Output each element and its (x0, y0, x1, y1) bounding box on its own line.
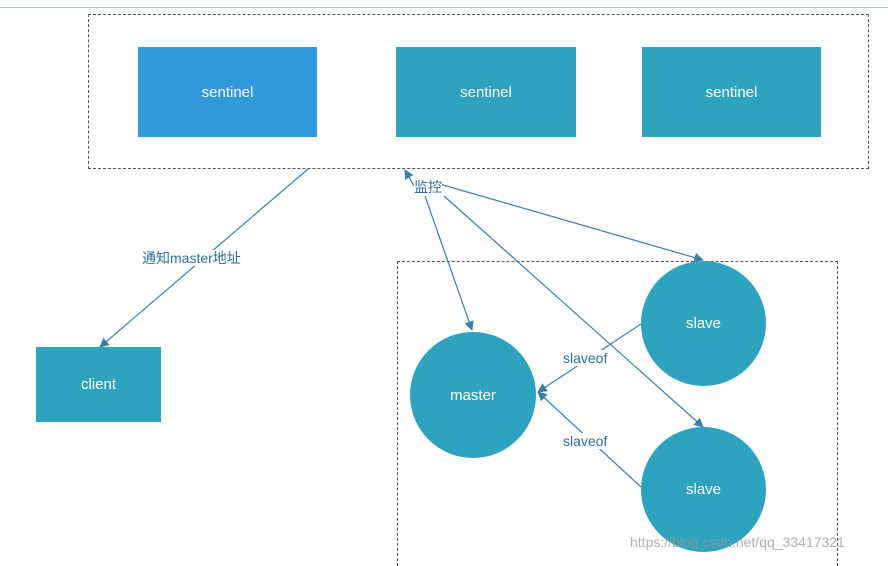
slave-node-top: slave (641, 261, 766, 386)
slaveof-edge-label-bottom: slaveof (563, 433, 608, 449)
sentinel-label: sentinel (201, 83, 254, 101)
edge-monitor-sentinel (404, 169, 415, 187)
sentinel-label: sentinel (705, 83, 758, 101)
watermark-text: https://blog.csdn.net/qq_33417321 (630, 534, 845, 550)
edge-monitor-master (424, 195, 474, 331)
notify-edge-label: 通知master地址 (142, 250, 241, 266)
master-label: master (450, 386, 496, 404)
master-node: master (410, 332, 536, 458)
client-label: client (80, 376, 117, 393)
replication-group-box (397, 261, 838, 566)
slave-node-bottom: slave (641, 427, 766, 552)
edge-monitor-slave-top (435, 182, 704, 263)
sentinel-node-2: sentinel (396, 47, 576, 137)
client-node: client (36, 347, 161, 422)
slaveof-edge-label-top: slaveof (563, 350, 608, 366)
top-rule (0, 7, 888, 8)
slave-label: slave (685, 315, 722, 332)
monitor-edge-label: 监控 (414, 179, 442, 195)
sentinel-label: sentinel (460, 83, 512, 101)
edge-monitor-slave-bottom (443, 195, 704, 428)
sentinel-group-box (88, 14, 869, 169)
slave-label: slave (685, 481, 722, 498)
sentinel-node-1: sentinel (138, 47, 317, 137)
sentinel-node-3: sentinel (642, 47, 821, 137)
